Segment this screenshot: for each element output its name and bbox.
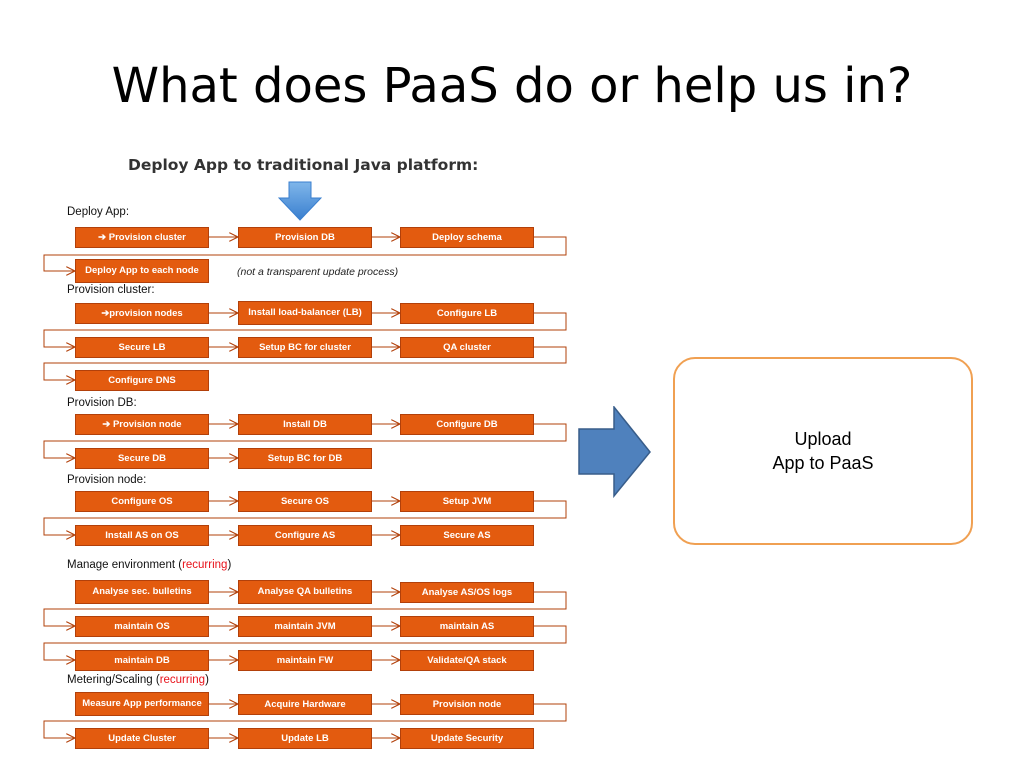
step-secure-os[interactable]: Secure OS bbox=[238, 491, 372, 512]
section-label-metering-scaling: Metering/Scaling (recurring) bbox=[67, 674, 209, 686]
section-label-provision-db: Provision DB: bbox=[67, 397, 137, 409]
step-validate-qa-stack[interactable]: Validate/QA stack bbox=[400, 650, 534, 671]
step-update-lb[interactable]: Update LB bbox=[238, 728, 372, 749]
step-provision-nodes[interactable]: ➔provision nodes bbox=[75, 303, 209, 324]
step-secure-as[interactable]: Secure AS bbox=[400, 525, 534, 546]
step-acquire-hardware[interactable]: Acquire Hardware bbox=[238, 694, 372, 715]
recurring-tag: recurring bbox=[182, 559, 228, 571]
step-configure-os[interactable]: Configure OS bbox=[75, 491, 209, 512]
upload-label-line2: App to PaaS bbox=[772, 453, 874, 473]
step-analyse-qa-bulletins[interactable]: Analyse QA bulletins bbox=[238, 580, 372, 604]
step-configure-lb[interactable]: Configure LB bbox=[400, 303, 534, 324]
step-secure-lb[interactable]: Secure LB bbox=[75, 337, 209, 358]
step-secure-db[interactable]: Secure DB bbox=[75, 448, 209, 469]
step-analyse-logs[interactable]: Analyse AS/OS logs bbox=[400, 582, 534, 603]
step-install-as[interactable]: Install AS on OS bbox=[75, 525, 209, 546]
step-setup-bc-db[interactable]: Setup BC for DB bbox=[238, 448, 372, 469]
down-arrow-icon bbox=[278, 181, 322, 221]
section-label-manage-environment: Manage environment (recurring) bbox=[67, 559, 232, 571]
upload-app-box: Upload App to PaaS bbox=[673, 357, 973, 545]
step-install-load-balancer[interactable]: Install load-balancer (LB) bbox=[238, 301, 372, 325]
update-process-note: (not a transparent update process) bbox=[237, 266, 399, 278]
step-maintain-db[interactable]: maintain DB bbox=[75, 650, 209, 671]
flow-connectors bbox=[43, 0, 567, 768]
step-configure-dns[interactable]: Configure DNS bbox=[75, 370, 209, 391]
diagram-title: Deploy App to traditional Java platform: bbox=[128, 156, 479, 174]
step-maintain-as[interactable]: maintain AS bbox=[400, 616, 534, 637]
step-provision-node-db[interactable]: ➔ Provision node bbox=[75, 414, 209, 435]
step-configure-as[interactable]: Configure AS bbox=[238, 525, 372, 546]
step-analyse-sec-bulletins[interactable]: Analyse sec. bulletins bbox=[75, 580, 209, 604]
recurring-tag: recurring bbox=[159, 674, 206, 686]
step-measure-app-performance[interactable]: Measure App performance bbox=[75, 692, 209, 716]
step-install-db[interactable]: Install DB bbox=[238, 414, 372, 435]
step-maintain-os[interactable]: maintain OS bbox=[75, 616, 209, 637]
section-label-provision-cluster: Provision cluster: bbox=[67, 284, 155, 296]
slide-title: What does PaaS do or help us in? bbox=[111, 58, 913, 114]
step-provision-cluster[interactable]: ➔ Provision cluster bbox=[75, 227, 209, 248]
step-update-cluster[interactable]: Update Cluster bbox=[75, 728, 209, 749]
step-deploy-app-each-node[interactable]: Deploy App to each node bbox=[75, 259, 209, 283]
step-provision-db[interactable]: Provision DB bbox=[238, 227, 372, 248]
section-label-provision-node: Provision node: bbox=[67, 474, 147, 486]
step-maintain-jvm[interactable]: maintain JVM bbox=[238, 616, 372, 637]
step-qa-cluster[interactable]: QA cluster bbox=[400, 337, 534, 358]
step-deploy-schema[interactable]: Deploy schema bbox=[400, 227, 534, 248]
step-maintain-fw[interactable]: maintain FW bbox=[238, 650, 372, 671]
step-update-security[interactable]: Update Security bbox=[400, 728, 534, 749]
right-arrow-icon bbox=[578, 406, 651, 498]
step-setup-jvm[interactable]: Setup JVM bbox=[400, 491, 534, 512]
step-configure-db[interactable]: Configure DB bbox=[400, 414, 534, 435]
step-provision-node-scaling[interactable]: Provision node bbox=[400, 694, 534, 715]
upload-label-line1: Upload bbox=[794, 428, 852, 449]
step-setup-bc-cluster[interactable]: Setup BC for cluster bbox=[238, 337, 372, 358]
section-label-deploy-app: Deploy App: bbox=[67, 206, 130, 218]
